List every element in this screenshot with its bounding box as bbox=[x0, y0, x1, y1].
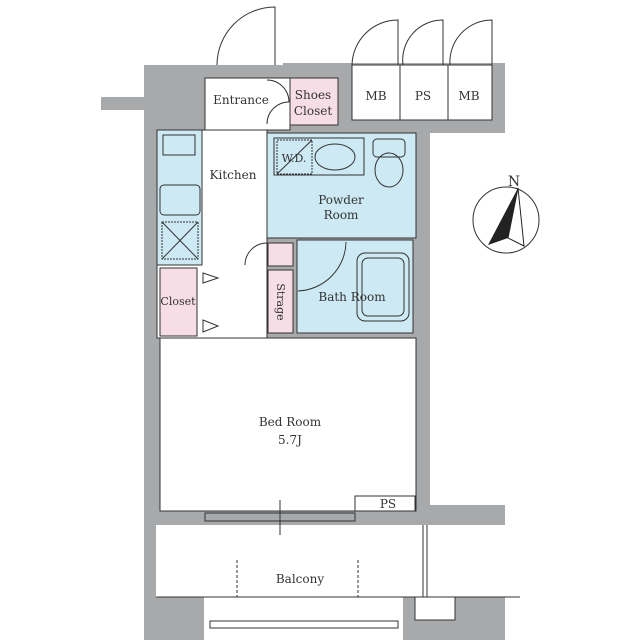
label-bedroom: Bed Room bbox=[259, 415, 322, 429]
label-bath: Bath Room bbox=[318, 290, 386, 304]
label-shoes-closet-1: Shoes bbox=[295, 88, 331, 102]
balcony-area bbox=[156, 525, 426, 597]
washer-space bbox=[276, 139, 313, 175]
north-compass-icon: N bbox=[472, 174, 540, 254]
label-kitchen: Kitchen bbox=[210, 168, 257, 182]
label-shoes-closet-2: Closet bbox=[294, 104, 333, 118]
label-powder-1: Powder bbox=[318, 193, 364, 207]
label-ps-top: PS bbox=[415, 89, 431, 103]
storage bbox=[267, 269, 294, 334]
meter-boxes bbox=[351, 64, 493, 121]
ps-bottom-box bbox=[354, 495, 416, 512]
kitchen-sink bbox=[159, 184, 201, 216]
label-closet: Closet bbox=[160, 295, 196, 308]
bathtub bbox=[356, 252, 410, 322]
toilet bbox=[372, 138, 406, 158]
compass-label: N bbox=[508, 174, 520, 190]
label-bedroom-size: 5.7J bbox=[278, 433, 302, 447]
label-wd: W.D. bbox=[282, 152, 307, 165]
fridge-space bbox=[161, 221, 199, 260]
label-mb-left: MB bbox=[365, 89, 386, 103]
bedroom-area bbox=[159, 337, 417, 512]
stove-icon bbox=[162, 134, 196, 156]
label-entrance: Entrance bbox=[213, 93, 269, 107]
label-storage: Strage bbox=[274, 283, 287, 320]
room-labels: Entrance Shoes Closet MB PS MB Kitchen W… bbox=[160, 88, 479, 586]
closet bbox=[159, 267, 198, 337]
shoes-closet bbox=[289, 77, 339, 126]
label-balcony: Balcony bbox=[276, 572, 324, 586]
sink bbox=[314, 143, 356, 171]
label-ps-bottom: PS bbox=[380, 497, 396, 511]
bath-room bbox=[296, 239, 414, 334]
entrance-area bbox=[204, 77, 291, 131]
powder-room bbox=[266, 132, 417, 239]
label-mb-right: MB bbox=[458, 89, 479, 103]
doors bbox=[202, 6, 493, 597]
label-powder-2: Room bbox=[324, 208, 359, 222]
